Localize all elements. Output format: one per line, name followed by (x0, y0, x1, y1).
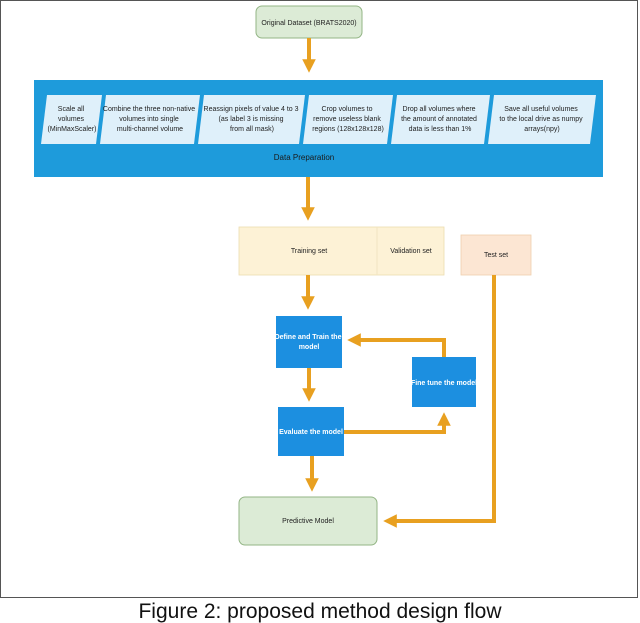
prep-step-4 (303, 95, 393, 144)
prep-step-3-text: Reassign pixels of value 4 to 3 (as labe… (204, 106, 301, 133)
validation-set-label: Validation set (390, 248, 432, 255)
predictive-model-label: Predictive Model (282, 518, 334, 525)
training-validation-node: Training set Validation set (238, 226, 445, 276)
source-dataset-node: Original Dataset (BRATS2020) (255, 5, 363, 39)
test-set-node: Test set (460, 234, 532, 276)
preparation-steps: Scale all volumes (MinMaxScaler) Combine… (41, 95, 596, 144)
prep-step-2 (100, 95, 200, 144)
figure-caption: Figure 2: proposed method design flow (138, 600, 502, 623)
prep-step-3 (198, 95, 305, 144)
define-train-label: Define and Train the model (275, 334, 344, 351)
evaluate-label: Evaluate the model (279, 429, 343, 436)
prep-step-5-text: Drop all volumes where the amount of ann… (401, 106, 479, 133)
test-set-label: Test set (484, 252, 508, 259)
prep-step-2-text: Combine the three non-native volumes int… (103, 106, 197, 133)
evaluate-node: Evaluate the model (278, 407, 344, 456)
flow-diagram: Original Dataset (BRATS2020) Scale all v… (34, 5, 603, 546)
prep-step-1 (41, 95, 102, 144)
prep-step-4-text: Crop volumes to remove useless blank reg… (312, 106, 384, 133)
source-dataset-label: Original Dataset (BRATS2020) (261, 20, 356, 27)
data-preparation-node: Scale all volumes (MinMaxScaler) Combine… (34, 80, 603, 177)
training-set-label: Training set (291, 248, 327, 255)
arrow-test-to-predictive (383, 275, 496, 528)
fine-tune-node: Fine tune the model (411, 357, 477, 407)
prep-step-1-text: Scale all volumes (MinMaxScaler) (47, 106, 96, 133)
data-preparation-title: Data Preparation (274, 153, 334, 162)
predictive-model-node: Predictive Model (238, 496, 378, 546)
arrow-finetune-to-define (347, 333, 446, 357)
prep-step-5 (391, 95, 490, 144)
define-train-node: Define and Train the model (275, 316, 344, 368)
fine-tune-label: Fine tune the model (411, 380, 477, 387)
arrow-evaluate-to-finetune (344, 412, 451, 434)
prep-step-6 (488, 95, 596, 144)
prep-step-6-text: Save all useful volumes to the local dri… (499, 106, 584, 133)
figure-frame (0, 0, 638, 598)
